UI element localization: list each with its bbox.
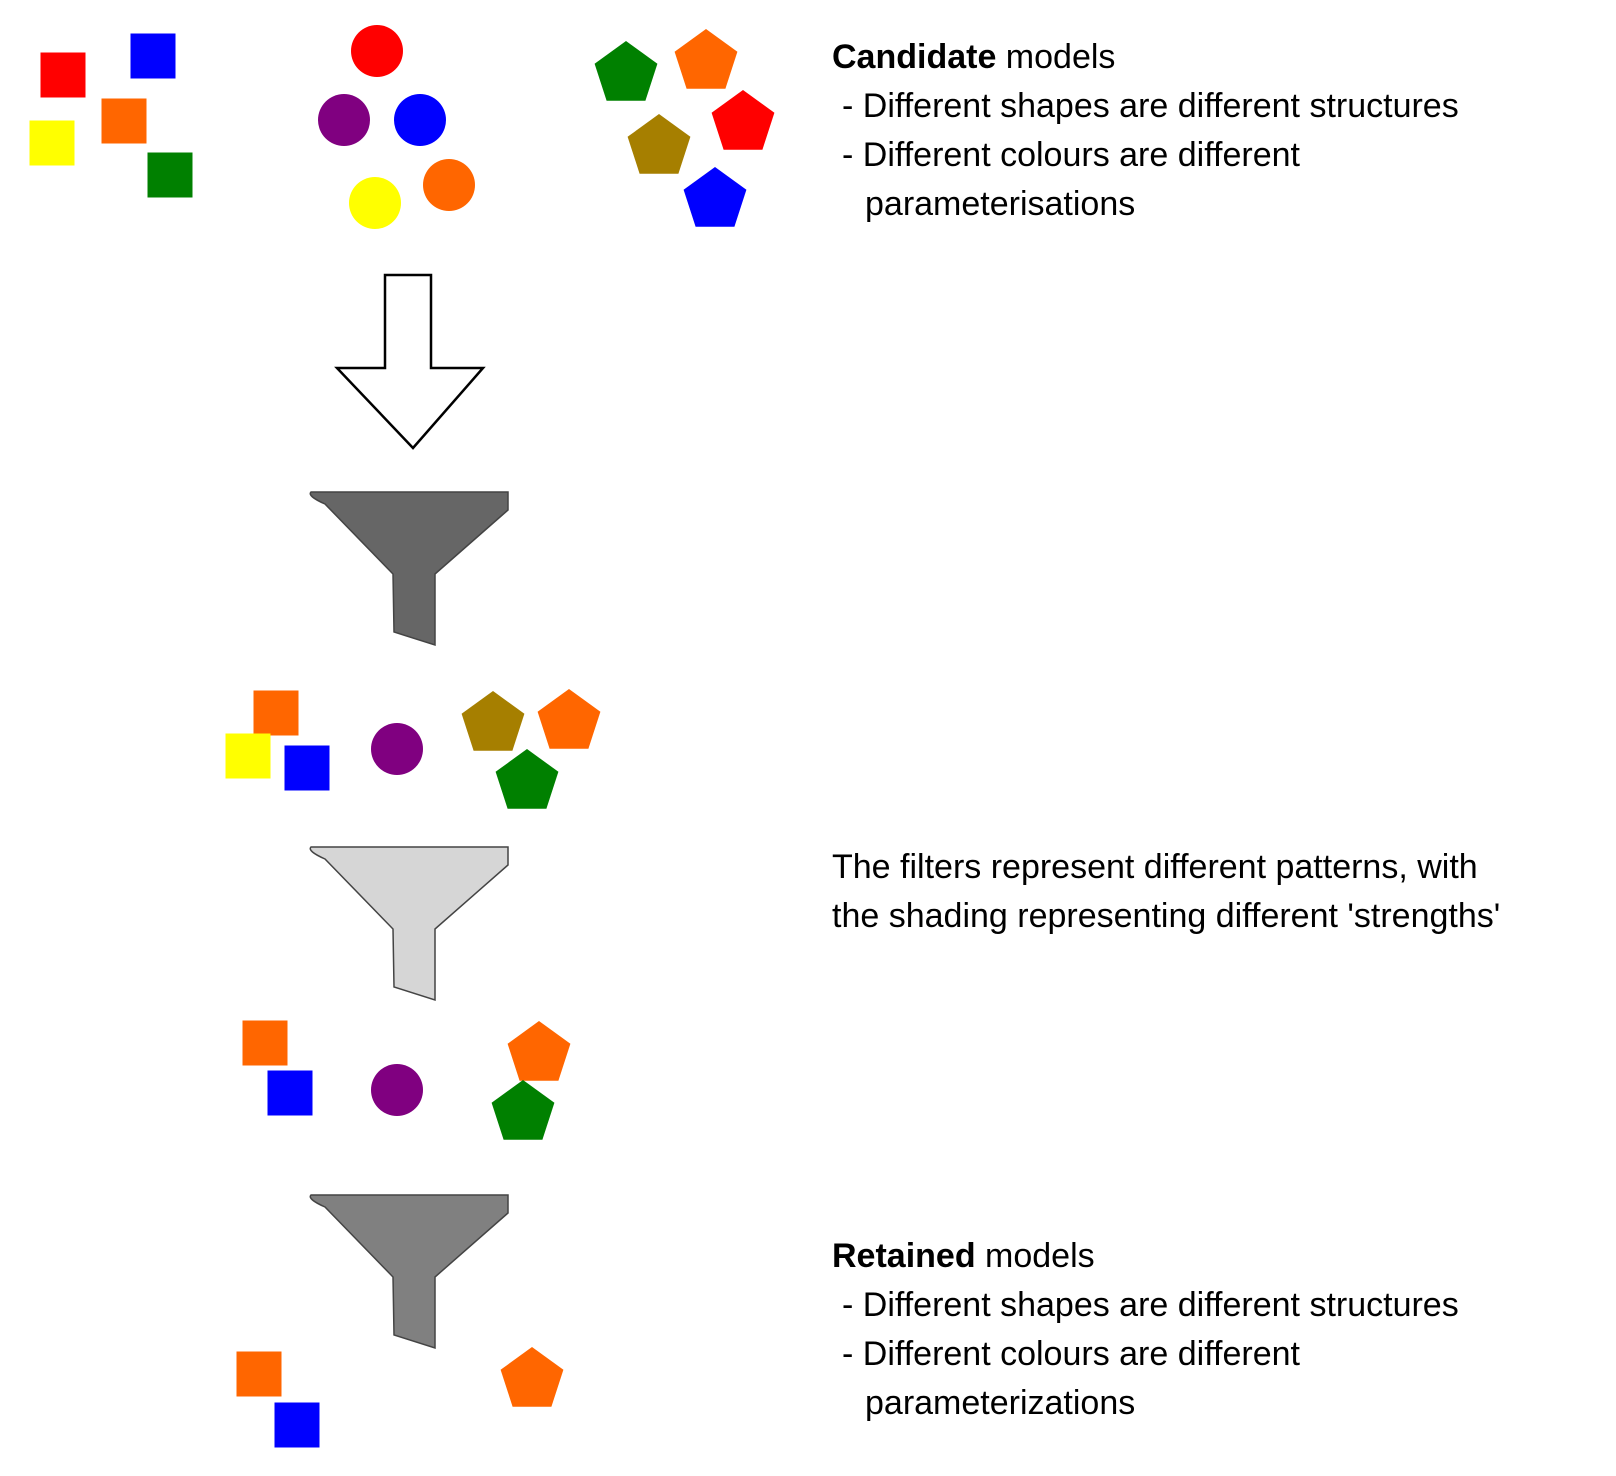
filter-2-funnel-icon: [309, 846, 509, 1002]
filter-1-funnel-icon: [309, 491, 509, 647]
red-circle: [351, 25, 403, 77]
green-square: [147, 152, 193, 198]
purple-circle: [371, 723, 423, 775]
retained-models-label: Retained models - Different shapes are d…: [832, 1232, 1459, 1428]
blue-pentagon: [683, 167, 747, 227]
candidate-models-label: Candidate models - Different shapes are …: [832, 33, 1459, 229]
after-filter-2-group: [242, 1020, 571, 1140]
filters-note-line-1: The filters represent different patterns…: [832, 848, 1478, 886]
green-pentagon: [594, 41, 658, 101]
purple-circle: [318, 94, 370, 146]
olive-pentagon: [627, 114, 691, 174]
filters-note-line-2: the shading representing different 'stre…: [832, 897, 1501, 935]
red-square: [40, 52, 86, 98]
filter-3-funnel-icon: [309, 1194, 509, 1350]
retained-line-2: - Different colours are different: [842, 1335, 1300, 1373]
orange-square: [253, 690, 299, 736]
after-filter-1-group: [225, 689, 601, 809]
candidate-line-2: - Different colours are different: [842, 136, 1300, 174]
yellow-square: [29, 120, 75, 166]
green-pentagon: [491, 1080, 555, 1140]
orange-square: [242, 1020, 288, 1066]
retained-title-rest: models: [975, 1237, 1095, 1275]
red-pentagon: [711, 90, 775, 150]
blue-square: [267, 1070, 313, 1116]
candidate-title-bold: Candidate: [832, 38, 997, 76]
candidate-title-rest: models: [996, 38, 1116, 76]
blue-square: [284, 745, 330, 791]
blue-circle: [394, 94, 446, 146]
filters-note-label: The filters represent different patterns…: [832, 843, 1500, 941]
candidate-line-3: parameterisations: [865, 185, 1136, 223]
orange-circle: [423, 159, 475, 211]
orange-square: [101, 98, 147, 144]
orange-square: [236, 1351, 282, 1397]
candidate-line-1: - Different shapes are different structu…: [842, 87, 1459, 125]
blue-square: [130, 33, 176, 79]
down-arrow-icon: [334, 273, 486, 450]
purple-circle: [371, 1064, 423, 1116]
orange-pentagon: [507, 1021, 571, 1081]
shapes-layer: [29, 25, 775, 1448]
blue-square: [274, 1402, 320, 1448]
retained-line-1: - Different shapes are different structu…: [842, 1286, 1459, 1324]
filters-layer: [309, 491, 509, 1350]
orange-pentagon: [674, 29, 738, 89]
olive-pentagon: [461, 691, 525, 751]
yellow-circle: [349, 177, 401, 229]
candidate-models-group: [29, 25, 775, 229]
retained-title-bold: Retained: [832, 1237, 976, 1275]
orange-pentagon: [500, 1347, 564, 1407]
yellow-square: [225, 733, 271, 779]
retained-line-3: parameterizations: [865, 1384, 1136, 1422]
orange-pentagon: [537, 689, 601, 749]
green-pentagon: [495, 749, 559, 809]
retained-models-group: [236, 1347, 564, 1448]
